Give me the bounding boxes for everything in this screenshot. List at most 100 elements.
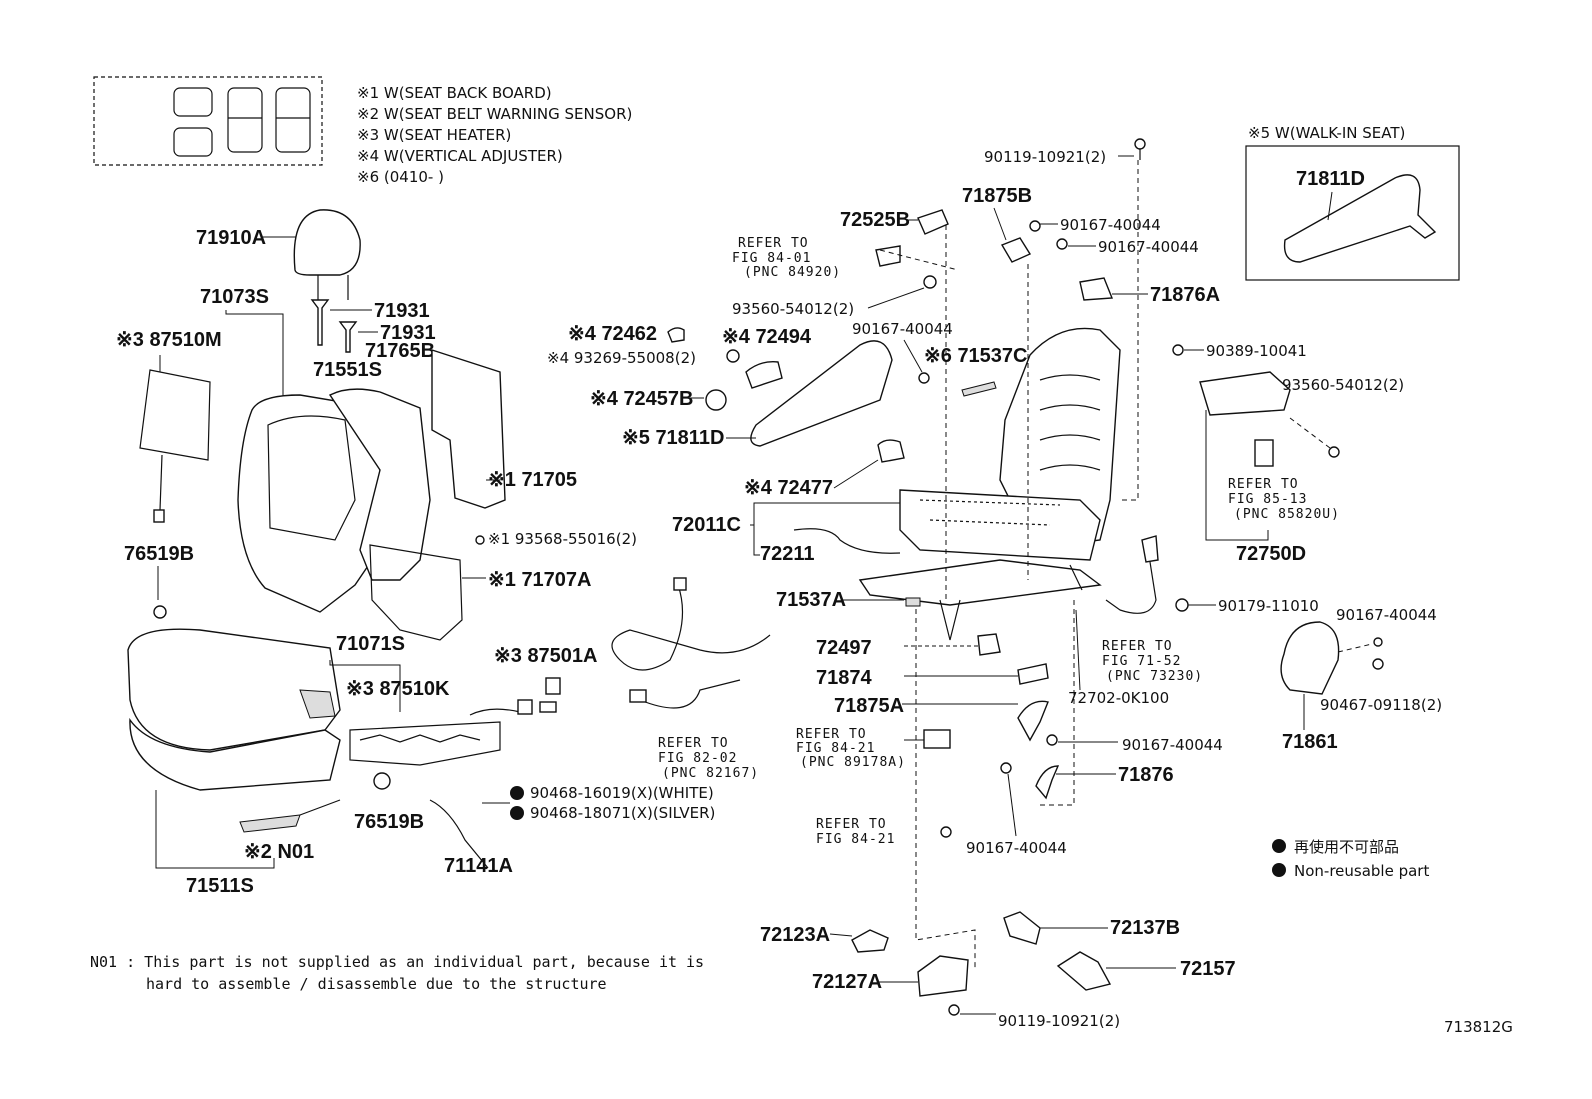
cushion-heater-part xyxy=(349,721,501,766)
part-71874 xyxy=(1017,663,1049,685)
label-71707A: ※1 71707A xyxy=(488,569,592,591)
legend-note-4: ※4 W(VERTICAL ADJUSTER) xyxy=(357,147,563,165)
part-71876 xyxy=(1035,765,1060,800)
key-dot-en xyxy=(1272,863,1286,877)
key-ja: 再使用不可部品 xyxy=(1294,838,1399,856)
cable-72211-part xyxy=(793,528,901,554)
legend-note-2: ※2 W(SEAT BELT WARNING SENSOR) xyxy=(357,105,632,123)
legend-note-5: ※6 (0410- ) xyxy=(357,168,444,186)
svg-text:FIG 82-02: FIG 82-02 xyxy=(658,751,737,766)
label-90167-b: 90167-40044 xyxy=(1060,216,1161,234)
label-71875B: 71875B xyxy=(962,185,1032,207)
part-71537C xyxy=(961,381,997,397)
label-90389: 90389-10041 xyxy=(1206,342,1307,360)
label-93568: ※1 93568-55016(2) xyxy=(488,530,637,548)
label-87510M: ※3 87510M xyxy=(116,329,222,351)
ref-82-02: REFER TO FIG 82-02 (PNC 82167) xyxy=(658,736,759,781)
ref-85-13: REFER TO FIG 85-13 (PNC 85820U) xyxy=(1228,477,1340,522)
label-N01: ※2 N01 xyxy=(244,841,314,863)
label-72137B: 72137B xyxy=(1110,917,1180,939)
footnote-line-1: N01 : This part is not supplied as an in… xyxy=(90,953,704,971)
label-90167-a: 90167-40044 xyxy=(852,320,953,338)
svg-text:(PNC 84920): (PNC 84920) xyxy=(744,265,841,280)
label-76519B-lower: 76519B xyxy=(354,811,424,833)
wire-71141A-part xyxy=(429,799,489,869)
label-71811D: ※5 71811D xyxy=(622,427,724,449)
label-72750D: 72750D xyxy=(1236,543,1306,565)
svg-text:REFER TO: REFER TO xyxy=(1102,639,1173,654)
headrest-supports xyxy=(310,299,358,353)
part-72525B xyxy=(917,209,949,235)
svg-text:FIG 84-01: FIG 84-01 xyxy=(732,251,811,266)
svg-text:REFER TO: REFER TO xyxy=(1228,477,1299,492)
svg-text:REFER TO: REFER TO xyxy=(658,736,729,751)
label-71861: 71861 xyxy=(1282,731,1338,753)
label-72127A: 72127A xyxy=(812,971,882,993)
seat-cushion-pad-part xyxy=(129,717,341,791)
seat-icons-box xyxy=(93,76,323,166)
seatbelt-sensor-part xyxy=(239,814,301,833)
part-72157 xyxy=(1056,951,1112,991)
side-shield-part xyxy=(750,340,893,447)
seat-cushion-cover-part xyxy=(127,628,341,751)
label-71537A: 71537A xyxy=(776,589,846,611)
svg-text:FIG 84-21: FIG 84-21 xyxy=(816,832,895,847)
label-71511S: 71511S xyxy=(186,875,254,897)
label-71551S: 71551S xyxy=(313,359,382,381)
svg-text:REFER TO: REFER TO xyxy=(738,236,809,251)
label-90119-bottom: 90119-10921(2) xyxy=(998,1012,1120,1030)
nonreusable-dot-2 xyxy=(510,806,524,820)
label-71537C: ※6 71537C xyxy=(924,345,1028,367)
walkin-title: ※5 W(WALK-IN SEAT) xyxy=(1248,124,1405,142)
label-72123A: 72123A xyxy=(760,924,830,946)
seatback-cover-part xyxy=(237,394,382,613)
label-71073S: 71073S xyxy=(200,286,269,308)
label-90167-e: 90167-40044 xyxy=(1122,736,1223,754)
label-72477: ※4 72477 xyxy=(744,477,833,499)
part-72477 xyxy=(877,439,905,463)
label-72011C: 72011C xyxy=(672,514,741,536)
svg-text:REFER TO: REFER TO xyxy=(796,727,867,742)
label-72702: 72702-0K100 xyxy=(1068,689,1169,707)
svg-text:(PNC 89178A): (PNC 89178A) xyxy=(800,755,906,770)
label-72157: 72157 xyxy=(1180,958,1236,980)
seatback-board-part xyxy=(431,349,506,509)
key-dot-ja xyxy=(1272,839,1286,853)
connector-84-21 xyxy=(923,729,951,749)
label-71141A: 71141A xyxy=(444,855,513,877)
label-71705: ※1 71705 xyxy=(488,469,577,491)
part-71876A xyxy=(1079,277,1114,301)
label-90167-f: 90167-40044 xyxy=(966,839,1067,857)
svg-text:(PNC 85820U): (PNC 85820U) xyxy=(1234,507,1340,522)
label-76519B-upper: 76519B xyxy=(124,543,194,565)
label-72494: ※4 72494 xyxy=(722,326,812,348)
label-71071S: 71071S xyxy=(336,633,405,655)
label-72457B: ※4 72457B xyxy=(590,388,694,410)
label-90179: 90179-11010 xyxy=(1218,597,1319,615)
label-72525B: 72525B xyxy=(840,209,910,231)
part-72123A xyxy=(851,929,889,953)
label-90167-d: 90167-40044 xyxy=(1336,606,1437,624)
svg-text:(PNC 82167): (PNC 82167) xyxy=(662,766,759,781)
part-71875A xyxy=(1017,700,1049,742)
seat-frame-part xyxy=(858,327,1121,641)
walkin-cover-part xyxy=(1283,174,1437,263)
label-90468-white: 90468-16019(X)(WHITE) xyxy=(530,784,714,802)
svg-text:FIG 71-52: FIG 71-52 xyxy=(1102,654,1181,669)
label-71811D-walkin: 71811D xyxy=(1296,168,1365,190)
bracket-72750D-part xyxy=(1199,371,1291,416)
label-72497: 72497 xyxy=(816,637,872,659)
label-72462: ※4 72462 xyxy=(568,323,657,345)
ref-84-01: REFER TO FIG 84-01 (PNC 84920) xyxy=(732,236,841,280)
label-87501A: ※3 87501A xyxy=(494,645,598,667)
knob-72462-part xyxy=(667,327,685,343)
label-93560-b: 93560-54012(2) xyxy=(1282,376,1404,394)
svg-text:REFER TO: REFER TO xyxy=(816,817,887,832)
ref-71-52: REFER TO FIG 71-52 (PNC 73230) xyxy=(1102,639,1202,684)
label-71931-b: 71931 xyxy=(380,322,436,344)
label-71876A: 71876A xyxy=(1150,284,1220,306)
seatback-pad-part xyxy=(328,388,431,581)
footnote-line-2: hard to assemble / disassemble due to th… xyxy=(146,975,607,993)
label-71874: 71874 xyxy=(816,667,872,689)
